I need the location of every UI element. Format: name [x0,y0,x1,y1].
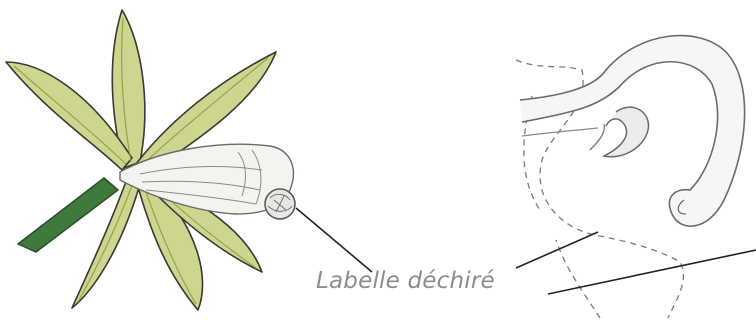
leader-line-flower [296,208,372,272]
labellum-inner-fold [604,107,649,157]
orchid-flower-drawing [6,10,372,310]
leader-line-detail-upper [516,232,598,268]
leader-line-detail-lower [548,250,756,294]
torn-labellum-detail-drawing [516,36,756,318]
annotation-label: Labelle déchiré [316,268,495,294]
